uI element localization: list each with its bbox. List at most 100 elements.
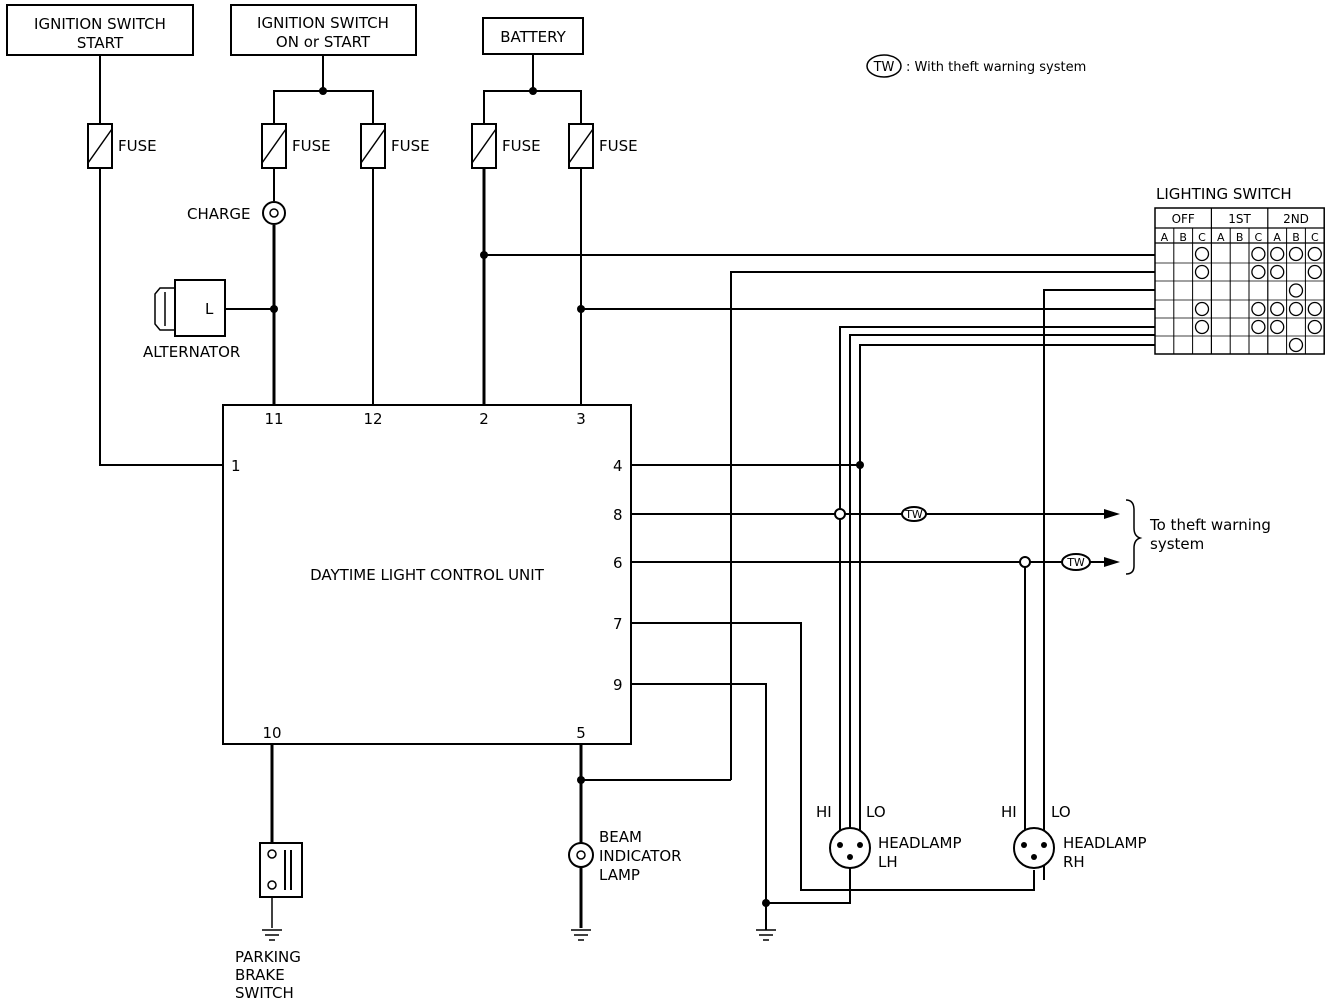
theft-warning-line2: system bbox=[1150, 535, 1204, 553]
beam-line2: INDICATOR bbox=[599, 847, 682, 865]
headlamp-lh-name2: LH bbox=[878, 853, 898, 871]
tw-tag-pin6: TW bbox=[1061, 553, 1091, 571]
switch-contact-mark bbox=[1270, 319, 1285, 335]
pin-9: 9 bbox=[613, 676, 623, 694]
headlamp-rh-name1: HEADLAMP bbox=[1063, 834, 1147, 852]
fuse-ign-on-2: FUSE bbox=[360, 123, 430, 169]
tw-tag-pin8: TW bbox=[901, 506, 927, 522]
switch-column-label: C bbox=[1255, 231, 1263, 244]
ground-5 bbox=[571, 929, 591, 941]
switch-position-label: 2ND bbox=[1283, 212, 1309, 226]
headlamp-lh-name1: HEADLAMP bbox=[878, 834, 962, 852]
ignition-switch-start-box: IGNITION SWITCH START bbox=[6, 4, 194, 56]
pin-10: 10 bbox=[262, 724, 281, 742]
ign-on-line1: IGNITION SWITCH bbox=[257, 14, 389, 32]
parking-line3: SWITCH bbox=[235, 984, 294, 1002]
headlamp-lh: HI LO HEADLAMP LH bbox=[816, 803, 962, 871]
arrow-pin8 bbox=[1104, 509, 1120, 519]
switch-column-label: B bbox=[1292, 231, 1300, 244]
headlamp-lh-hi: HI bbox=[816, 803, 832, 821]
switch-contact-mark bbox=[1307, 246, 1322, 262]
switch-contact-mark bbox=[1288, 283, 1304, 298]
switch-column-label: A bbox=[1161, 231, 1169, 244]
switch-column-label: B bbox=[1236, 231, 1244, 244]
tw-legend-icon bbox=[866, 54, 902, 78]
fuse-battery-2: FUSE bbox=[568, 123, 638, 169]
ign-on-line2: ON or START bbox=[276, 33, 371, 51]
pin-6: 6 bbox=[613, 554, 623, 572]
pin-4: 4 bbox=[613, 457, 623, 475]
pin-12: 12 bbox=[363, 410, 382, 428]
ground-9 bbox=[756, 929, 776, 941]
switch-contact-mark bbox=[1270, 246, 1285, 262]
switch-position-label: 1ST bbox=[1228, 212, 1251, 226]
pin-8: 8 bbox=[613, 506, 623, 524]
fuse-label: FUSE bbox=[502, 137, 541, 155]
switch-column-label: A bbox=[1217, 231, 1225, 244]
beam-line3: LAMP bbox=[599, 866, 640, 884]
switch-contact-mark bbox=[1288, 246, 1304, 262]
arrow-pin6 bbox=[1104, 557, 1120, 567]
switch-contact-mark bbox=[1288, 301, 1304, 317]
battery-box: BATTERY bbox=[482, 17, 584, 55]
pin-2: 2 bbox=[479, 410, 489, 428]
alternator-symbol: L ALTERNATOR bbox=[143, 279, 240, 361]
pin-3: 3 bbox=[576, 410, 586, 428]
svg-text:TW: TW bbox=[904, 508, 923, 521]
legend-text: : With theft warning system bbox=[906, 60, 1086, 75]
parking-brake-switch: PARKING BRAKE SWITCH bbox=[235, 842, 303, 1002]
switch-column-label: C bbox=[1311, 231, 1319, 244]
pin-7: 7 bbox=[613, 615, 623, 633]
fuse-label: FUSE bbox=[292, 137, 331, 155]
headlamp-rh-lo: LO bbox=[1051, 803, 1071, 821]
switch-contact-mark bbox=[1251, 301, 1266, 317]
switch-contact-mark bbox=[1288, 337, 1304, 353]
unit-name: DAYTIME LIGHT CONTROL UNIT bbox=[310, 566, 545, 584]
theft-warning-line1: To theft warning bbox=[1149, 516, 1271, 534]
lighting-switch-title: LIGHTING SWITCH bbox=[1156, 185, 1292, 203]
switch-contact-mark bbox=[1307, 264, 1322, 280]
parking-line2: BRAKE bbox=[235, 966, 285, 984]
fuse-ign-on-1: FUSE bbox=[261, 123, 331, 169]
switch-contact-mark bbox=[1194, 264, 1210, 280]
switch-contact-mark bbox=[1194, 319, 1210, 335]
headlamp-lh-lo: LO bbox=[866, 803, 886, 821]
pin-11: 11 bbox=[264, 410, 283, 428]
switch-contact-mark bbox=[1251, 264, 1266, 280]
switch-contact-mark bbox=[1307, 319, 1322, 335]
alternator-terminal: L bbox=[205, 300, 214, 318]
switch-position-label: OFF bbox=[1172, 212, 1195, 226]
theft-warning-brace bbox=[1125, 499, 1143, 575]
ignition-switch-on-box: IGNITION SWITCH ON or START bbox=[230, 4, 417, 56]
parking-line1: PARKING bbox=[235, 948, 301, 966]
switch-contact-mark bbox=[1251, 246, 1266, 262]
pin-5: 5 bbox=[576, 724, 586, 742]
switch-contact-mark bbox=[1194, 246, 1210, 262]
switch-column-label: C bbox=[1198, 231, 1206, 244]
fuse-ign-start: FUSE bbox=[87, 123, 157, 169]
ign-start-line2: START bbox=[77, 34, 124, 52]
ign-start-line1: IGNITION SWITCH bbox=[34, 15, 166, 33]
switch-contact-mark bbox=[1307, 301, 1322, 317]
headlamp-rh-hi: HI bbox=[1001, 803, 1017, 821]
headlamp-rh: HI LO HEADLAMP RH bbox=[1001, 803, 1147, 871]
beam-indicator-lamp: BEAM INDICATOR LAMP bbox=[568, 828, 682, 884]
ground-10 bbox=[262, 929, 282, 941]
switch-contact-mark bbox=[1270, 264, 1285, 280]
switch-column-label: B bbox=[1179, 231, 1187, 244]
fuse-label: FUSE bbox=[118, 137, 157, 155]
switch-contact-mark bbox=[1251, 319, 1266, 335]
legend-symbol: TW bbox=[873, 60, 895, 75]
switch-column-label: A bbox=[1273, 231, 1281, 244]
beam-line1: BEAM bbox=[599, 828, 642, 846]
pin-1: 1 bbox=[231, 457, 241, 475]
charge-lamp: CHARGE bbox=[187, 201, 286, 225]
switch-contact-mark bbox=[1270, 301, 1285, 317]
charge-label: CHARGE bbox=[187, 205, 251, 223]
legend: TW : With theft warning system bbox=[866, 54, 1086, 78]
switch-contact-mark bbox=[1194, 301, 1210, 317]
battery-label: BATTERY bbox=[500, 28, 566, 46]
